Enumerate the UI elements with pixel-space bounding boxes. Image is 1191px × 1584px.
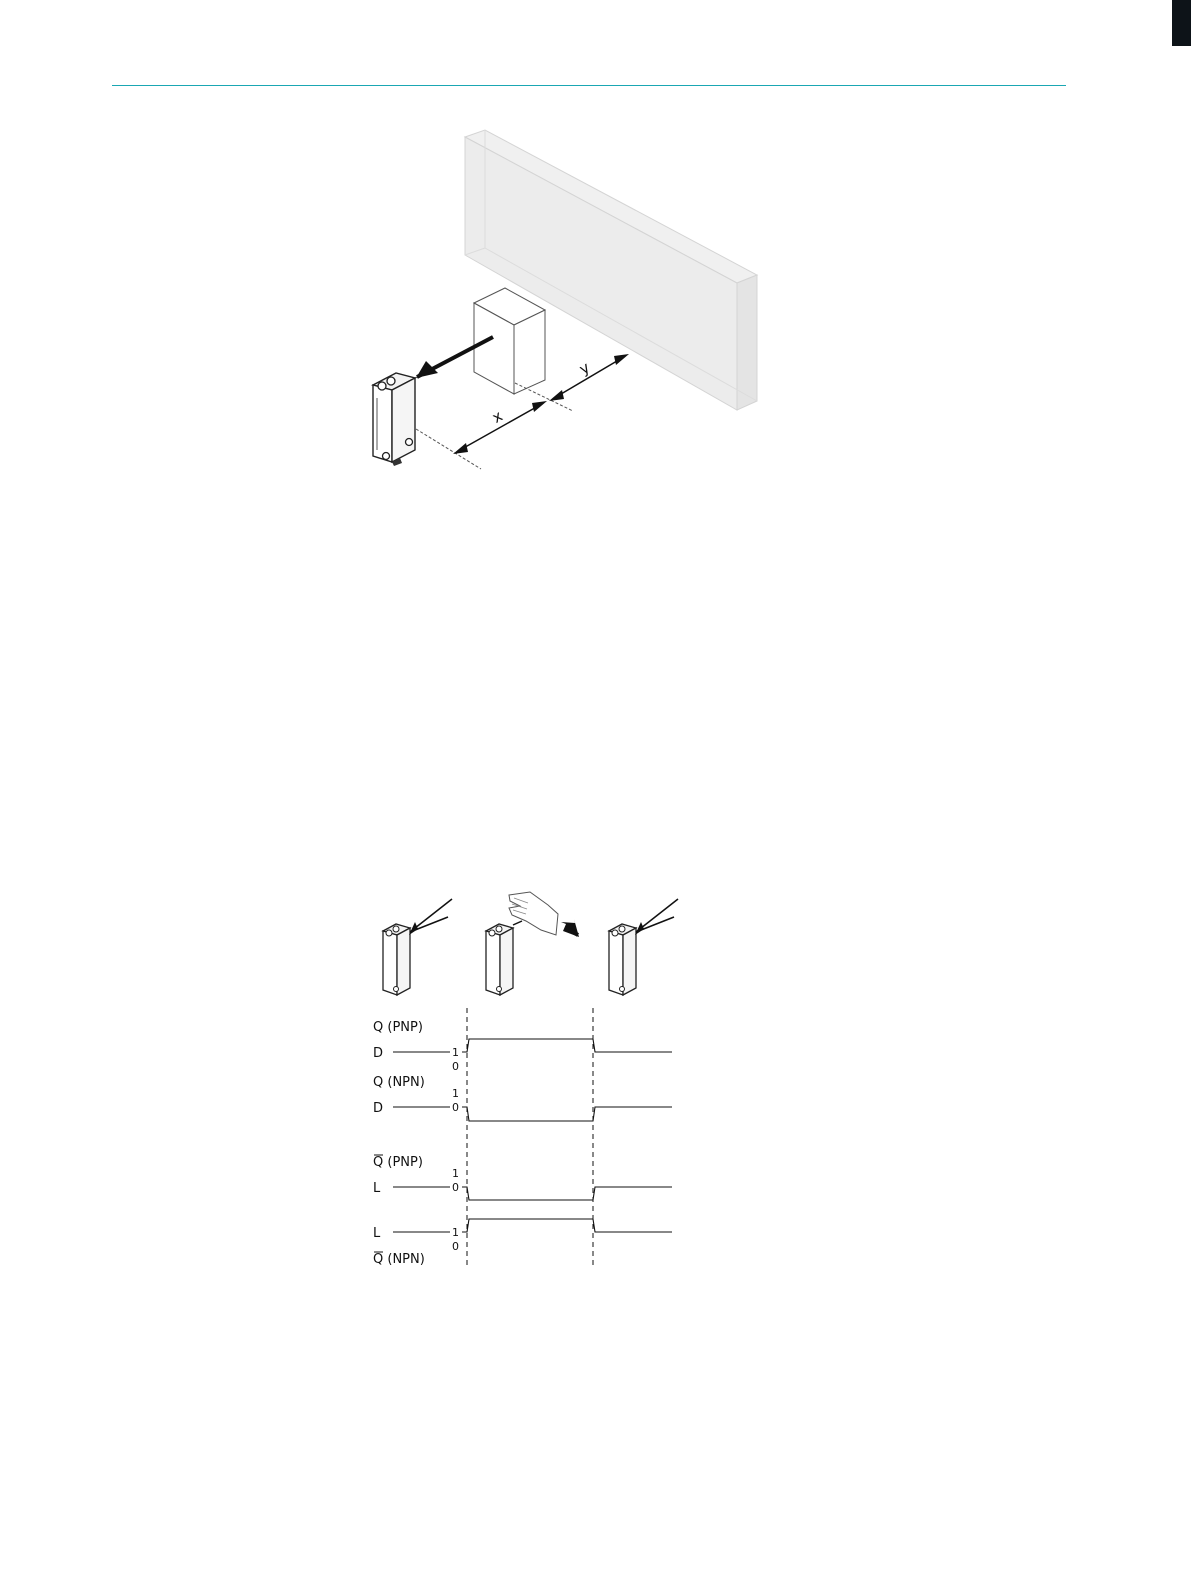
signal-row-q-pnp: Q (PNP) D 1 0	[373, 1020, 672, 1073]
signal-waveform	[462, 1107, 672, 1121]
row-title: Q (PNP)	[373, 1020, 423, 1035]
row-mode-label: L	[373, 1226, 381, 1241]
level-high-label: 1	[452, 1087, 459, 1100]
sensor-state-2-icon	[486, 892, 579, 995]
signal-waveform	[462, 1187, 672, 1200]
level-low-label: 0	[452, 1101, 459, 1114]
sensor-state-3-icon	[609, 899, 678, 995]
level-high-label: 1	[452, 1046, 459, 1059]
row-title: Q (PNP)	[373, 1155, 423, 1170]
level-low-label: 0	[452, 1240, 459, 1253]
signal-row-qbar-npn: L 1 0 Q (NPN)	[373, 1219, 672, 1267]
signal-waveform	[462, 1039, 672, 1052]
level-high-label: 1	[452, 1167, 459, 1180]
row-title: Q (NPN)	[373, 1252, 425, 1267]
signal-row-qbar-pnp: Q (PNP) L 1 0	[373, 1155, 672, 1200]
signal-waveform	[462, 1219, 672, 1232]
row-mode-label: D	[373, 1101, 383, 1116]
level-low-label: 0	[452, 1060, 459, 1073]
level-high-label: 1	[452, 1226, 459, 1239]
level-low-label: 0	[452, 1181, 459, 1194]
row-mode-label: D	[373, 1046, 383, 1061]
row-title: Q (NPN)	[373, 1075, 425, 1090]
signal-row-q-npn: Q (NPN) D 1 0	[373, 1075, 672, 1121]
row-mode-label: L	[373, 1181, 381, 1196]
sensor-state-1-icon	[383, 899, 452, 995]
